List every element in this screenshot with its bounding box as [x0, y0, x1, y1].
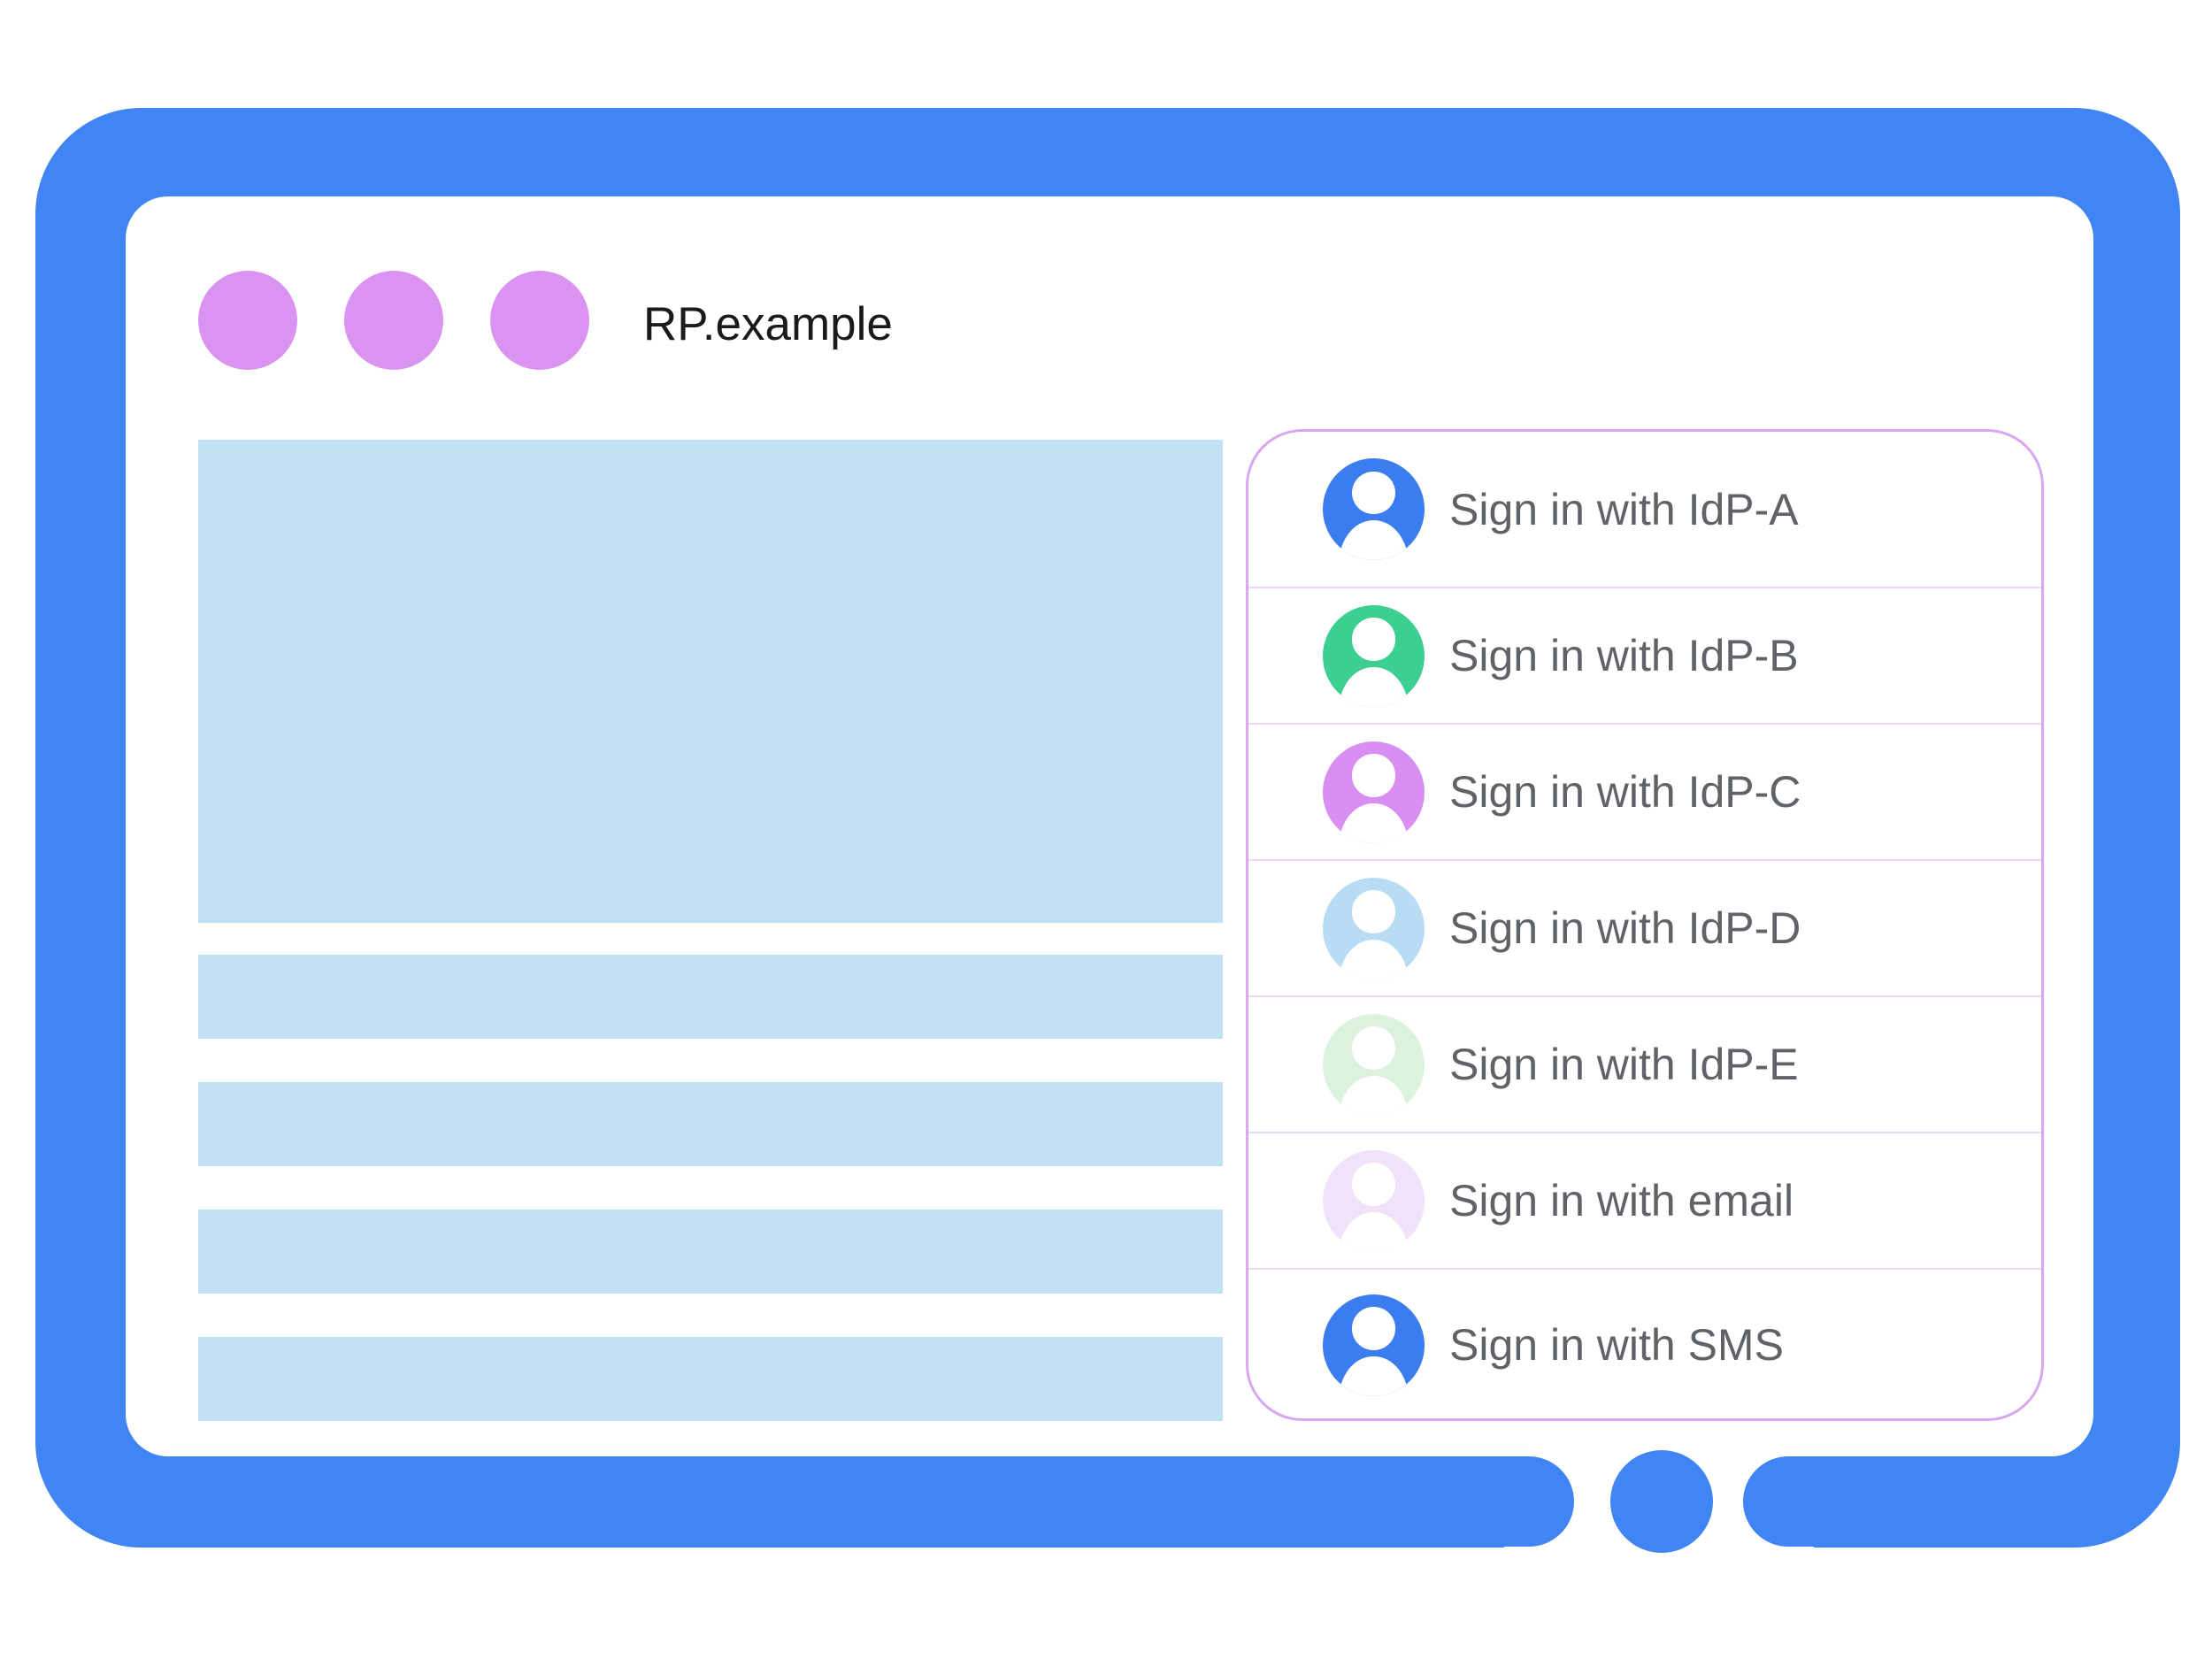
signin-option-label: Sign in with IdP-E — [1449, 1040, 1799, 1089]
bottom-bar-right-cap — [1743, 1456, 1955, 1547]
signin-option-label: Sign in with IdP-D — [1449, 903, 1801, 953]
avatar-head — [1352, 1026, 1395, 1070]
avatar-shoulders — [1339, 520, 1409, 560]
signin-option-idp-c[interactable]: Sign in with IdP-C — [1248, 725, 2041, 859]
person-icon — [1323, 741, 1425, 843]
avatar-head — [1352, 618, 1395, 661]
avatar-head — [1352, 890, 1395, 933]
signin-option-idp-e[interactable]: Sign in with IdP-E — [1248, 997, 2041, 1132]
avatar-shoulders — [1339, 803, 1409, 843]
avatar-shoulders — [1339, 666, 1409, 707]
window-control-dot[interactable] — [344, 271, 443, 370]
content-placeholder-bar — [198, 1337, 1223, 1421]
avatar-shoulders — [1339, 1356, 1409, 1396]
page-title: RP.example — [643, 298, 893, 350]
avatar-head — [1352, 471, 1395, 515]
window-control-dot[interactable] — [490, 271, 589, 370]
person-icon — [1323, 458, 1425, 560]
avatar-shoulders — [1339, 1211, 1409, 1252]
signin-option-label: Sign in with IdP-A — [1449, 484, 1799, 534]
signin-option-idp-d[interactable]: Sign in with IdP-D — [1248, 861, 2041, 995]
signin-option-label: Sign in with IdP-B — [1449, 631, 1799, 680]
row-divider — [1248, 995, 2041, 997]
content-placeholder-bar — [198, 1082, 1223, 1166]
signin-option-label: Sign in with SMS — [1449, 1320, 1784, 1370]
avatar-head — [1352, 1163, 1395, 1206]
row-divider — [1248, 1268, 2041, 1270]
row-divider — [1248, 1132, 2041, 1133]
content-placeholder-bar — [198, 955, 1223, 1039]
person-icon — [1323, 604, 1425, 707]
signin-option-email[interactable]: Sign in with email — [1248, 1133, 2041, 1268]
signin-option-idp-a[interactable]: Sign in with IdP-A — [1248, 432, 2041, 587]
row-divider — [1248, 587, 2041, 588]
signin-option-sms[interactable]: Sign in with SMS — [1248, 1270, 2041, 1418]
person-icon — [1323, 1013, 1425, 1116]
avatar-head — [1352, 1307, 1395, 1350]
signin-option-label: Sign in with email — [1449, 1176, 1794, 1225]
signin-option-idp-b[interactable]: Sign in with IdP-B — [1248, 588, 2041, 723]
signin-option-label: Sign in with IdP-C — [1449, 767, 1801, 817]
avatar-head — [1352, 754, 1395, 797]
person-icon — [1323, 1149, 1425, 1252]
row-divider — [1248, 859, 2041, 861]
row-divider — [1248, 723, 2041, 725]
person-icon — [1323, 1294, 1425, 1396]
content-placeholder-hero — [198, 440, 1223, 923]
avatar-shoulders — [1339, 1075, 1409, 1116]
window-control-dot[interactable] — [198, 271, 297, 370]
person-icon — [1323, 877, 1425, 979]
bottom-bar-left-cap — [1363, 1456, 1574, 1547]
content-placeholder-bar — [198, 1210, 1223, 1294]
home-button[interactable] — [1610, 1450, 1713, 1553]
avatar-shoulders — [1339, 939, 1409, 979]
signin-panel: Sign in with IdP-A Sign in with IdP-B Sign… — [1246, 429, 2044, 1421]
